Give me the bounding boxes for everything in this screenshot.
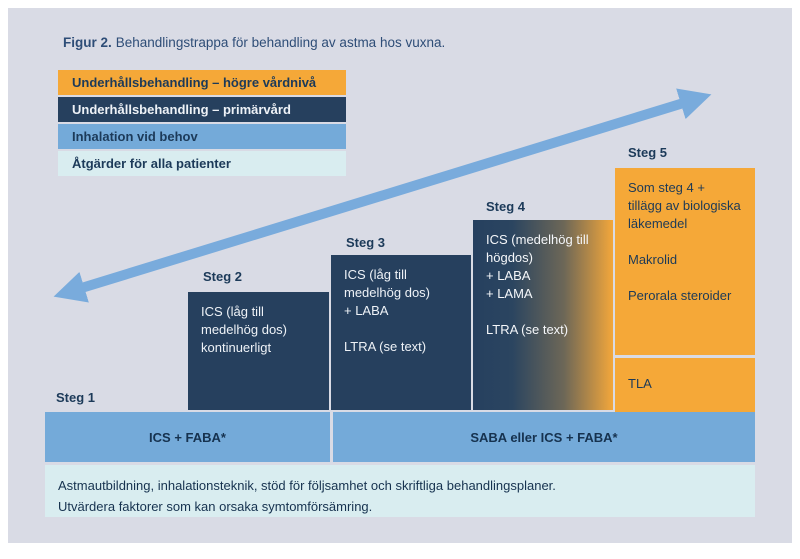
steg5-label: Steg 5 [628,145,668,160]
figure-panel: Figur 2.Behandlingstrappa för behandling… [8,8,792,543]
steg1-right-segment: SABA eller ICS + FABA* [333,412,755,462]
figure-number: Figur 2. [63,35,112,50]
legend-item-maintenance-primary-care: Underhållsbehandling – primärvård [58,97,346,122]
steg4-box: ICS (medelhög till högdos) + LABA + LAMA… [473,220,613,410]
figure-caption: Behandlingstrappa för behandling av astm… [115,35,446,50]
steg3-ltra: LTRA (se text) [344,339,427,354]
legend-item-all-patients: Åtgärder för alla patienter [58,151,346,176]
all-patients-bar: Astmautbildning, inhalationsteknik, stöd… [45,465,755,517]
steg3-treatment: ICS (låg till medelhög dos) + LABA [344,267,430,318]
footer-line-1: Astmautbildning, inhalationsteknik, stöd… [58,478,556,493]
steg1-label: Steg 1 [56,390,96,405]
steg1-bar: ICS + FABA* SABA eller ICS + FABA* [45,412,755,462]
steg3-label: Steg 3 [346,235,386,250]
legend-item-maintenance-higher-care: Underhållsbehandling – högre vårdnivå [58,70,346,95]
steg1-left-segment: ICS + FABA* [45,412,330,462]
steg5-treatment: Som steg 4 + tillägg av biologiska läkem… [628,180,741,231]
steg5-perorala-steroider: Perorala steroider [628,288,732,303]
steg1-bar-divider [330,412,333,462]
steg3-box: ICS (låg till medelhög dos) + LABA LTRA … [331,255,471,410]
steg4-label: Steg 4 [486,199,526,214]
steg2-treatment: ICS (låg till medelhög dos) kontinuerlig… [201,304,287,355]
steg2-label: Steg 2 [203,269,243,284]
steg5-box: Som steg 4 + tillägg av biologiska läkem… [615,168,755,355]
steg5-makrolid: Makrolid [628,252,678,267]
legend-item-inhalation-as-needed: Inhalation vid behov [58,124,346,149]
figure-title: Figur 2.Behandlingstrappa för behandling… [63,35,445,50]
steg4-ltra: LTRA (se text) [486,322,569,337]
steg5-tla-box: TLA [615,358,755,412]
footer-line-2: Utvärdera faktorer som kan orsaka symtom… [58,499,373,514]
steg4-treatment: ICS (medelhög till högdos) + LABA + LAMA [486,232,589,301]
steg2-box: ICS (låg till medelhög dos) kontinuerlig… [188,292,329,410]
steg5-tla: TLA [628,376,652,391]
